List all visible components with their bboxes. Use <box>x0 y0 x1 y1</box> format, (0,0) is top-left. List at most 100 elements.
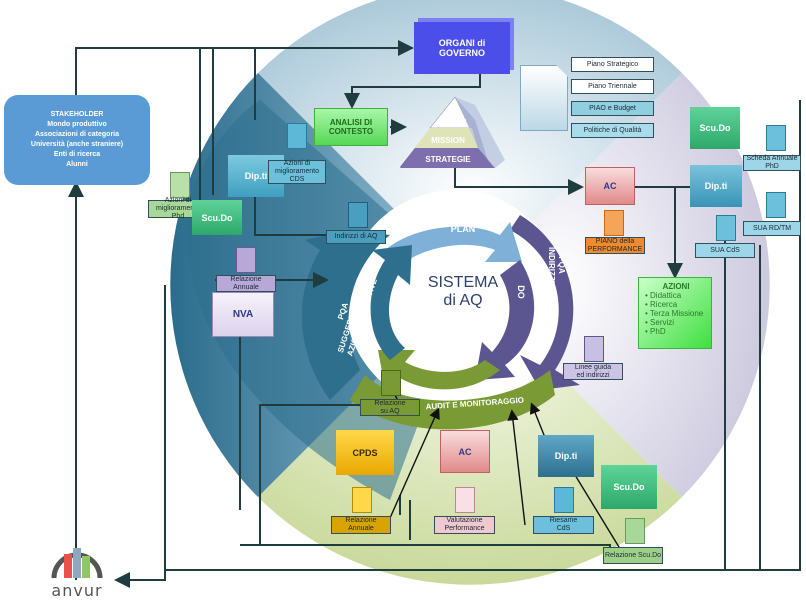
doc-piano-triennale[interactable]: Piano Triennale <box>571 79 654 94</box>
linee-line1: Linee guida <box>574 363 612 371</box>
riesame-line2: CdS <box>556 525 571 532</box>
cycle-do-label: DO <box>516 285 526 299</box>
azioni-title: AZIONI <box>662 282 690 291</box>
pqa-indirizzi-line2: INDIRIZZI <box>547 247 556 283</box>
label-relazione-su-aq[interactable]: Relazione su AQ <box>360 399 420 416</box>
pyramid-mission: MISSION <box>431 136 465 145</box>
rel-nva-line1: Relazione <box>230 275 262 283</box>
val-line1: Valutazione <box>446 517 483 524</box>
rel-aq-line2: su AQ <box>380 407 400 415</box>
document-icon-scheda-phd <box>766 125 786 151</box>
azioni-cds-line2: miglioramento <box>275 168 319 175</box>
label-sua-rdtm[interactable]: SUA RD/TM <box>743 221 801 236</box>
stakeholder-line: Università (anche straniere) <box>30 141 124 148</box>
document-icon-sua-cds <box>716 215 736 241</box>
piano-performance-line1: PIANO della <box>595 237 635 245</box>
scudo-box-bottom[interactable]: Scu.Do <box>601 465 657 509</box>
stakeholder-title: STAKEHOLDER <box>50 111 104 118</box>
anvur-logo: anvur <box>44 544 110 600</box>
analisi-line1: ANALISI DI <box>329 118 373 127</box>
nva-box[interactable]: NVA <box>212 292 274 337</box>
linee-line2: ed indirizzi <box>576 371 610 379</box>
cpds-box[interactable]: CPDS <box>336 430 394 475</box>
connectors <box>68 40 801 588</box>
scheda-line2: PhD <box>765 163 779 170</box>
label-valutazione-performance[interactable]: Valutazione Performance <box>434 516 495 534</box>
ac-box-bottom[interactable]: AC <box>440 430 490 473</box>
document-icon-valutazione <box>455 487 475 513</box>
document-icon-indirizzi-aq <box>348 202 368 228</box>
dipti-box-right[interactable]: Dip.ti <box>690 165 742 207</box>
scudo-box-right[interactable]: Scu.Do <box>690 107 740 149</box>
azioni-cds-line1: Azioni di <box>283 160 311 167</box>
arrow-do <box>475 260 535 380</box>
pyramid-vision: VISION <box>439 118 466 127</box>
rel-cpds-line1: Relazione <box>345 517 377 524</box>
arrow-check <box>378 350 500 390</box>
piano-performance-line2: PERFORMANCE <box>587 245 643 253</box>
label-riesame-cds[interactable]: Riesame CdS <box>533 516 594 534</box>
document-icon-relazione-cpds <box>352 487 372 513</box>
organi-di-governo-box[interactable]: ORGANI di GOVERNO <box>414 22 510 74</box>
rel-cpds-line2: Annuale <box>348 525 374 532</box>
label-indirizzi-aq[interactable]: Indirizzi di AQ <box>326 230 386 244</box>
pyramid: VISION MISSION STRATEGIE <box>400 96 505 168</box>
azioni-item: • Ricerca <box>645 300 678 309</box>
val-line2: Performance <box>444 525 485 532</box>
azioni-item: • Didattica <box>645 291 682 300</box>
stakeholder-line: Enti di ricerca <box>53 151 101 158</box>
arc-pqa-indirizzi <box>510 215 580 390</box>
label-scheda-annuale-phd[interactable]: Scheda Annuale PhD <box>743 155 801 171</box>
rel-aq-line1: Relazione <box>374 399 406 407</box>
big-document-icon <box>520 65 568 131</box>
scheda-line1: Scheda Annuale <box>746 155 798 162</box>
doc-politiche-qualita[interactable]: Politiche di Qualità <box>571 123 654 138</box>
label-relazione-scudo[interactable]: Relazione Scu.Do <box>603 547 663 564</box>
scudo-box-left[interactable]: Scu.Do <box>192 200 242 235</box>
stakeholder-line: Alunni <box>66 161 88 168</box>
cycle-check-label: CHECK <box>439 344 472 354</box>
azioni-phd-line1: Azioni di <box>164 197 192 204</box>
document-icon-linee-guida <box>584 336 604 362</box>
document-icon-relazione-aq <box>381 370 401 396</box>
label-relazione-annuale-cpds[interactable]: Relazione Annuale <box>331 516 391 534</box>
document-icon-relazione-nva <box>236 247 256 273</box>
azioni-phd-line2: miglioramento Phd <box>156 205 200 220</box>
ac-box-top[interactable]: AC <box>585 167 635 205</box>
azioni-cds-line3: CDS <box>289 176 305 183</box>
label-sua-cds[interactable]: SUA CdS <box>695 243 755 258</box>
pyramid-strategie: STRATEGIE <box>425 155 471 164</box>
document-icon-azioni-phd <box>170 172 190 198</box>
rel-nva-line2: Annuale <box>233 283 259 291</box>
arrow-act <box>370 245 412 360</box>
pqa-indirizzi-line1: PQA <box>557 256 566 274</box>
azioni-box[interactable]: AZIONI • Didattica • Ricerca • Terza Mis… <box>638 277 712 349</box>
document-icon-azioni-cds <box>287 123 307 149</box>
label-piano-performance[interactable]: PIANO della PERFORMANCE <box>585 237 645 254</box>
analisi-di-contesto-box[interactable]: ANALISI DI CONTESTO <box>314 108 388 146</box>
riesame-line1: Riesame <box>549 517 578 524</box>
doc-piao-budget[interactable]: PIAO e Budget <box>571 101 654 116</box>
pqa-audit-line1: PQA <box>466 388 484 397</box>
azioni-item: • PhD <box>645 327 666 336</box>
anvur-logo-text: anvur <box>51 581 103 600</box>
cycle-plan-label: PLAN <box>451 224 476 234</box>
organi-line2: GOVERNO <box>438 48 485 58</box>
document-icon-sua-rdtm <box>766 192 786 218</box>
dipti-box-bottom[interactable]: Dip.ti <box>538 435 594 477</box>
stakeholder-line: Mondo produttivo <box>47 121 107 128</box>
azioni-item: • Terza Missione <box>645 309 704 318</box>
analisi-line2: CONTESTO <box>328 127 374 136</box>
doc-piano-strategico[interactable]: Piano Strategico <box>571 57 654 72</box>
label-relazione-annuale-nva[interactable]: Relazione Annuale <box>216 275 276 292</box>
organi-line1: ORGANI di <box>438 38 486 48</box>
stakeholder-box[interactable]: STAKEHOLDER Mondo produttivo Associazion… <box>4 95 150 185</box>
document-icon-performance <box>604 210 624 236</box>
label-azioni-miglioramento-cds[interactable]: Azioni di miglioramento CDS <box>268 160 326 184</box>
anvur-logo-mark <box>51 548 103 579</box>
center-title-line1: SISTEMA <box>428 274 499 291</box>
label-linee-guida[interactable]: Linee guida ed indirizzi <box>563 363 623 380</box>
stakeholder-line: Associazioni di categoria <box>34 131 120 138</box>
arrow-plan <box>385 222 522 262</box>
